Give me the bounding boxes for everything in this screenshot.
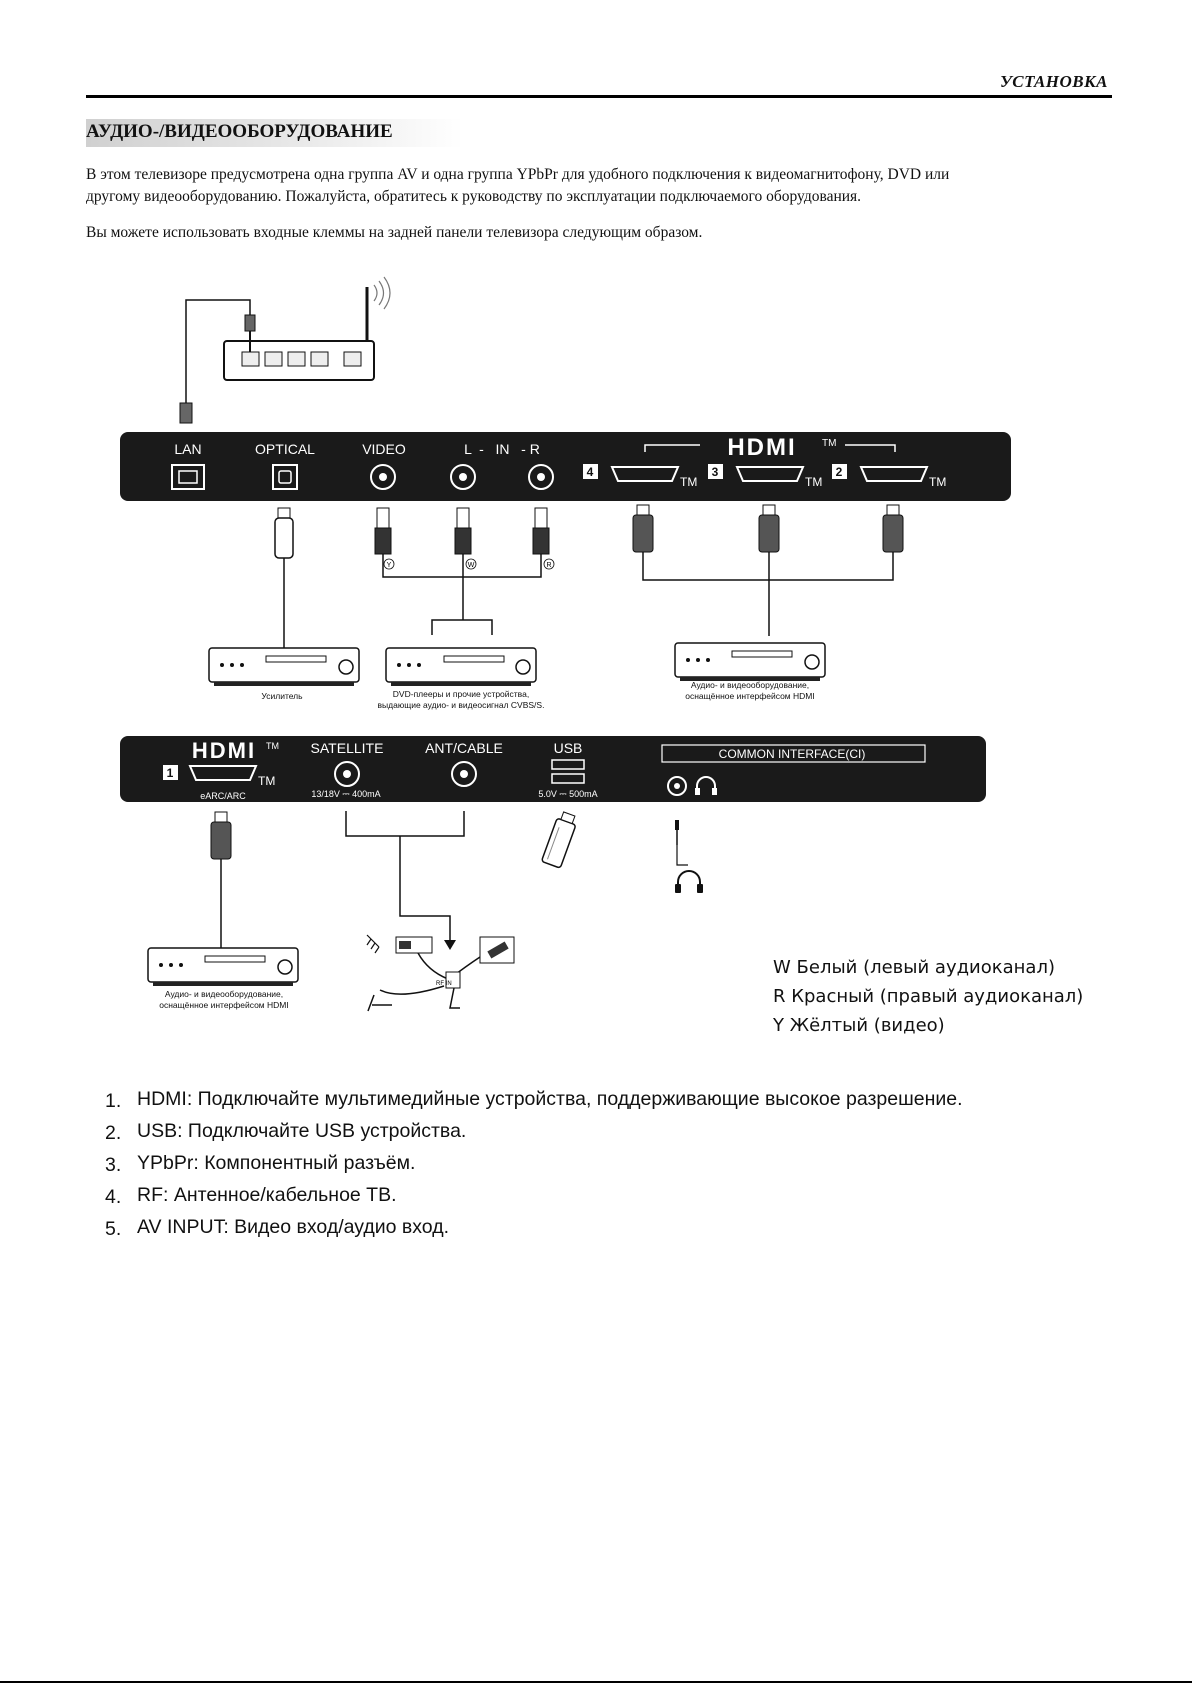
- ant-cable-label: ANT/CABLE: [425, 740, 503, 756]
- intro-line-1: В этом телевизоре предусмотрена одна гру…: [86, 166, 950, 183]
- usb-spec: 5.0V ⎓ 500mA: [538, 789, 597, 799]
- antenna-cable: [345, 811, 465, 950]
- hdmi-device-top-caption-line-1: Аудио- и видеооборудование,: [691, 680, 809, 690]
- hdmi-device-bottom-caption-line-2: оснащённое интерфейсом HDMI: [159, 1000, 288, 1010]
- lan-cable: [179, 299, 251, 424]
- audio-in-label: L - IN - R: [464, 441, 540, 457]
- hdmi-logo-top: HDMI: [727, 434, 796, 461]
- audio-r-port-icon: [528, 464, 554, 490]
- list-item-text: AV INPUT: Видео вход/аудио вход.: [137, 1216, 450, 1238]
- connection-diagram: LAN OPTICAL VIDEO L - IN - R HDMI TM 4 T…: [120, 276, 1011, 1012]
- hdmi-cables-top: [632, 504, 904, 636]
- intro-line-2: другому видеооборудованию. Пожалуйста, о…: [86, 188, 862, 205]
- router-icon: [223, 276, 391, 381]
- hdmi-port-3-number: 3: [712, 465, 719, 479]
- header-section-title: УСТАНОВКА: [999, 72, 1108, 91]
- headphone-port-icon: [667, 776, 717, 796]
- optical-cable: [274, 507, 294, 648]
- hdmi-logo-bottom: HDMI: [192, 738, 256, 763]
- hdmi-port-1: 1 TM: [163, 765, 275, 788]
- plug-mark-y: Y: [387, 562, 392, 569]
- satellite-spec: 13/18V ⎓ 400mA: [311, 789, 380, 799]
- satellite-port-icon: [334, 761, 360, 787]
- list-item: 4. RF: Антенное/кабельное ТВ.: [105, 1181, 987, 1213]
- list-item-number: 5.: [105, 1218, 122, 1240]
- usb-label: USB: [554, 740, 583, 756]
- hdmi-port-1-number: 1: [167, 766, 174, 780]
- headphones-icon: [675, 820, 703, 893]
- svg-text:RF IN: RF IN: [436, 981, 452, 987]
- hdmi-logo-tm-top: TM: [822, 438, 836, 449]
- list-item: 2. USB: Подключайте USB устройства.: [105, 1117, 987, 1149]
- hdmi-port-4: 4 TM: [583, 464, 697, 489]
- section-title: АУДИО-/ВИДЕООБОРУДОВАНИЕ: [86, 119, 463, 147]
- video-label: VIDEO: [362, 441, 406, 457]
- hdmi-port-2-number: 2: [836, 465, 843, 479]
- legend-red: R Красный (правый аудиоканал): [773, 986, 1084, 1007]
- hdmi-port-2-tm: TM: [929, 475, 946, 489]
- amplifier-device-icon: [208, 647, 360, 686]
- intro-line-3: Вы можете использовать входные клеммы на…: [86, 224, 703, 241]
- list-item-text: HDMI: Подключайте мультимедийные устройс…: [137, 1088, 963, 1110]
- usb-stick-icon: [541, 811, 576, 869]
- hdmi-device-icon-top: [674, 642, 826, 681]
- list-item-number: 1.: [105, 1090, 122, 1112]
- legend-white: W Белый (левый аудиоканал): [773, 957, 1055, 978]
- list-item: 5. AV INPUT: Видео вход/аудио вход.: [105, 1213, 987, 1245]
- lan-label: LAN: [174, 441, 201, 457]
- hdmi-device-bottom-caption-line-1: Аудио- и видеооборудование,: [165, 989, 283, 999]
- legend-yellow: Y Жёлтый (видео): [773, 1015, 945, 1036]
- footer-rule: [0, 1681, 1192, 1683]
- hdmi-port-3: 3 TM: [708, 464, 822, 489]
- header-rule: [86, 95, 1112, 98]
- hdmi-cable-bottom: [210, 811, 232, 948]
- list-item-number: 2.: [105, 1122, 122, 1144]
- list-item-number: 3.: [105, 1154, 122, 1176]
- hdmi-port-1-tm: TM: [258, 774, 275, 788]
- rca-plugs: Y W R: [374, 507, 555, 635]
- optical-label: OPTICAL: [255, 441, 315, 457]
- hdmi-port-3-tm: TM: [805, 475, 822, 489]
- list-item: 1. HDMI: Подключайте мультимедийные устро…: [105, 1085, 987, 1117]
- input-list: 1. HDMI: Подключайте мультимедийные устро…: [105, 1085, 987, 1245]
- plug-mark-w: W: [468, 562, 475, 569]
- list-item: 3. YPbPr: Компонентный разъём.: [105, 1149, 987, 1181]
- antenna-splitter-icon: RF IN: [366, 934, 515, 1012]
- dvd-caption-line-2: выдающие аудио- и видеосигнал CVBS/S.: [378, 700, 545, 710]
- amplifier-caption: Усилитель: [261, 691, 303, 701]
- lan-port-icon: [171, 464, 205, 490]
- ci-slot-frame: [661, 744, 926, 763]
- satellite-label: SATELLITE: [311, 740, 384, 756]
- video-port-icon: [370, 464, 396, 490]
- hdmi-logo-tm-bottom: TM: [266, 741, 279, 751]
- list-item-number: 4.: [105, 1186, 122, 1208]
- hdmi-device-icon-bottom: [147, 947, 299, 986]
- plug-mark-r: R: [546, 562, 551, 569]
- dvd-caption-line-1: DVD-плееры и прочие устройства,: [393, 689, 529, 699]
- hdmi-port-2: 2 TM: [832, 464, 946, 489]
- usb-ports-icon: [551, 759, 585, 784]
- hdmi-device-top-caption-line-2: оснащённое интерфейсом HDMI: [685, 691, 814, 701]
- dvd-device-icon: [385, 647, 537, 686]
- ant-cable-port-icon: [451, 761, 477, 787]
- rear-panel-top: [120, 432, 1011, 501]
- optical-port-icon: [272, 464, 298, 490]
- audio-l-port-icon: [450, 464, 476, 490]
- hdmi-port-4-number: 4: [587, 465, 594, 479]
- earc-label: eARC/ARC: [200, 791, 246, 801]
- color-legend: W Белый (левый аудиоканал) R Красный (пр…: [773, 953, 1083, 1040]
- list-item-text: RF: Антенное/кабельное ТВ.: [137, 1184, 397, 1206]
- list-item-text: USB: Подключайте USB устройства.: [137, 1120, 467, 1142]
- hdmi-bracket: [644, 444, 896, 452]
- hdmi-port-4-tm: TM: [680, 475, 697, 489]
- ci-label: COMMON INTERFACE(CI): [719, 747, 866, 761]
- list-item-text: YPbPr: Компонентный разъём.: [137, 1152, 416, 1174]
